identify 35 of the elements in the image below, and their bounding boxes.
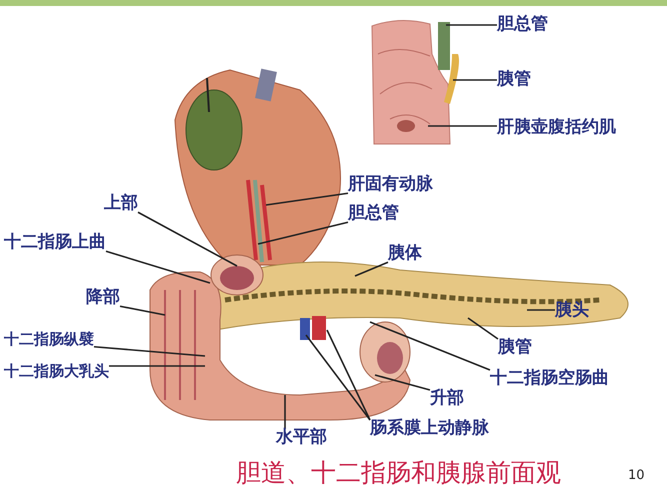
leader-line	[374, 374, 430, 391]
structure-label: 十二指肠上曲	[4, 232, 106, 254]
structure-label: 胆总管	[348, 203, 399, 224]
structure-label: 胰管	[498, 337, 532, 358]
leader-line	[468, 317, 498, 340]
structure-label: 胰头	[555, 300, 589, 322]
structure-label: 肝固有动脉	[348, 174, 433, 196]
leader-line	[428, 125, 497, 127]
structure-label: 十二指肠大乳头	[4, 362, 109, 381]
leader-line	[370, 321, 490, 371]
structure-label: 十二指肠空肠曲	[490, 368, 609, 390]
leader-line	[258, 221, 348, 245]
structure-label: 肠系膜上动静脉	[370, 418, 489, 440]
structure-label: 胰体	[388, 243, 422, 264]
leader-line	[446, 24, 497, 26]
leader-line	[120, 305, 166, 316]
structure-label: 胆总管	[497, 14, 548, 36]
leader-line	[94, 346, 206, 357]
structure-label: 肝胰壶腹括约肌	[497, 117, 616, 138]
leader-line	[106, 250, 210, 284]
structure-label: 升部	[430, 388, 464, 410]
leader-line	[305, 334, 371, 420]
structure-label: 上部	[104, 193, 138, 214]
structure-label: 十二指肠纵襞	[4, 330, 94, 349]
leader-line	[109, 365, 205, 367]
leader-line	[453, 79, 497, 81]
leader-line	[326, 330, 371, 420]
figure-caption: 胆道、十二指肠和胰腺前面观	[236, 457, 561, 489]
leader-line	[527, 309, 555, 311]
structure-label: 水平部	[276, 427, 327, 448]
structure-label: 胰管	[497, 69, 531, 90]
leader-line	[284, 395, 286, 429]
leader-line	[138, 212, 238, 267]
structure-label: 降部	[86, 287, 120, 308]
page-number: 10	[628, 467, 645, 485]
